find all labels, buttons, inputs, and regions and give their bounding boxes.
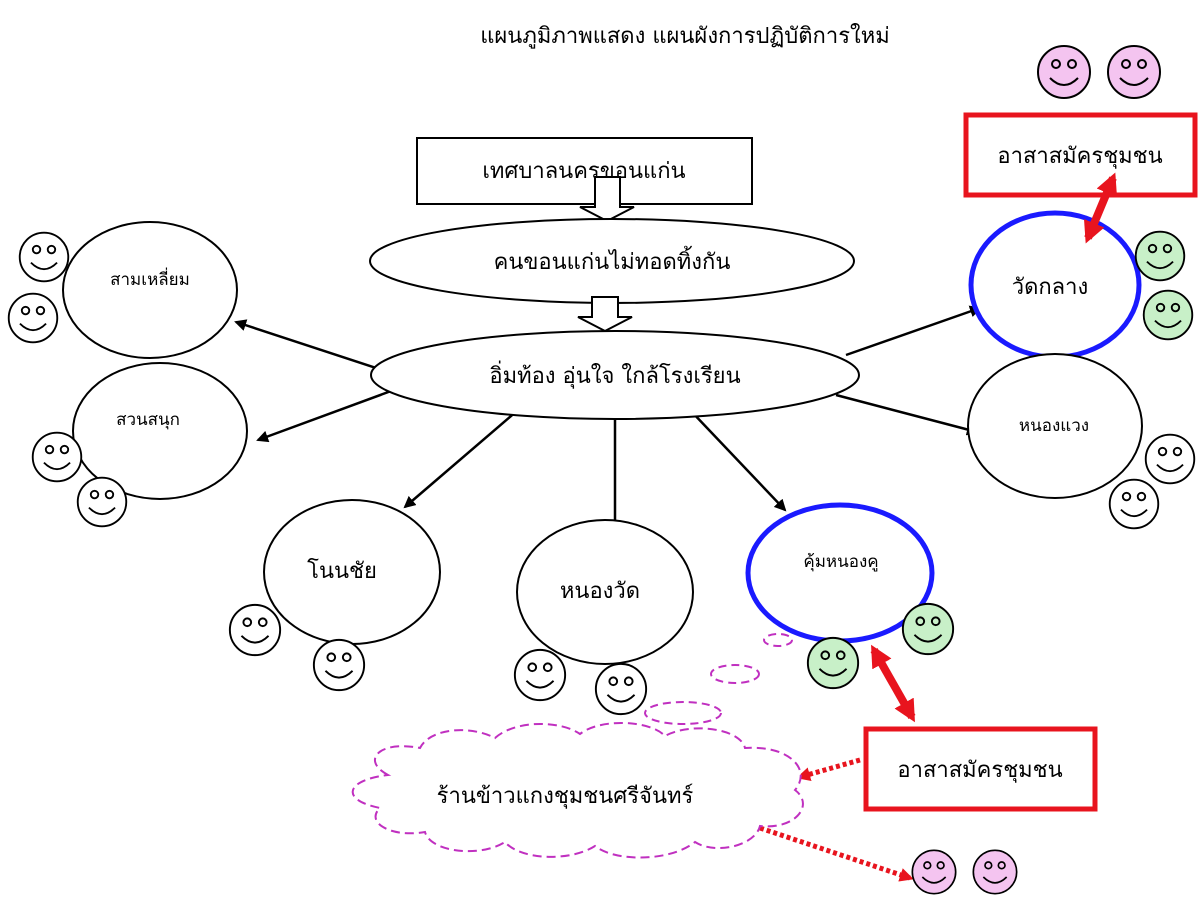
- shop-label: ร้านข้าวแกงชุมชนศรีจันทร์: [437, 784, 694, 809]
- smiley-face-icon: [972, 849, 1018, 895]
- smiley-face-icon: [18, 231, 70, 283]
- volunteer-bottom-label: อาสาสมัครชุมชน: [897, 758, 1062, 783]
- smiley-face-icon: [7, 292, 59, 344]
- school-non-chai-label: โนนชัย: [307, 558, 377, 584]
- flow-arrow-2: [577, 296, 633, 333]
- smiley-face-icon: [1144, 433, 1196, 485]
- volunteer-box-top: [963, 112, 1198, 198]
- thought-bubble-2: [710, 664, 760, 684]
- volunteer-to-shop-arrow: [796, 757, 861, 782]
- hub-ellipse: [370, 330, 860, 420]
- slogan-label: คนขอนแก่นไม่ทอดทิ้งกัน: [494, 246, 731, 275]
- arrow-to-khum-nong-khu: [689, 409, 787, 512]
- volunteer-link-khum-nong-khu: [870, 644, 916, 723]
- smiley-face-icon: [1142, 289, 1194, 341]
- smiley-face-icon: [1108, 478, 1160, 530]
- smiley-face-icon: [1037, 45, 1091, 99]
- school-nong-waeng: [967, 353, 1143, 499]
- shop-to-volunteers-arrow: [759, 825, 914, 882]
- municipality-box: [416, 137, 753, 205]
- smiley-face-icon: [513, 648, 567, 702]
- school-nong-wat: [516, 519, 694, 665]
- flow-arrow-1: [579, 176, 635, 223]
- arrow-to-sam-liam: [234, 319, 383, 372]
- school-nong-waeng-label: หนองแวง: [1019, 416, 1089, 436]
- smiley-face-icon: [911, 849, 957, 895]
- thought-bubble-1: [763, 633, 793, 647]
- arrow-to-wat-klang: [845, 305, 982, 357]
- smiley-face-icon: [228, 603, 282, 657]
- school-suan-sanuk: [72, 362, 248, 500]
- volunteer-link-wat-klang: [1084, 172, 1117, 244]
- arrow-to-nong-waeng: [835, 393, 979, 436]
- school-suan-sanuk-label: สวนสนุก: [116, 410, 180, 430]
- hub-label: อิ่มท้อง อุ่นใจ ใกล้โรงเรียน: [489, 360, 740, 389]
- smiley-face-icon: [31, 431, 83, 483]
- school-nong-wat-label: หนองวัด: [560, 579, 640, 604]
- smiley-face-icon: [1107, 45, 1161, 99]
- school-sam-liam: [62, 221, 238, 359]
- smiley-face-icon: [312, 638, 366, 692]
- school-sam-liam-label: สามเหลี่ยม: [110, 267, 190, 290]
- arrow-to-non-chai: [403, 409, 519, 509]
- diagram-title: แผนภูมิภาพแสดง แผนผังการปฏิบัติการใหม่: [480, 23, 890, 49]
- arrow-to-suan-sanuk: [256, 385, 403, 443]
- volunteer-top-label: อาสาสมัครชุมชน: [997, 144, 1162, 169]
- smiley-face-icon: [1134, 230, 1186, 282]
- municipality-label: เทศบาลนครขอนแก่น: [482, 159, 685, 184]
- smiley-face-icon: [806, 636, 860, 690]
- volunteer-box-bottom: [863, 726, 1098, 812]
- thought-bubble-3: [644, 701, 722, 725]
- smiley-face-icon: [901, 602, 955, 656]
- smiley-face-icon: [76, 476, 128, 528]
- shop-cloud: [351, 722, 804, 859]
- smiley-face-icon: [594, 662, 648, 716]
- school-khum-nong-khu-label: คุ้มหนองคู: [803, 552, 878, 572]
- school-wat-klang-label: วัดกลาง: [1012, 275, 1089, 300]
